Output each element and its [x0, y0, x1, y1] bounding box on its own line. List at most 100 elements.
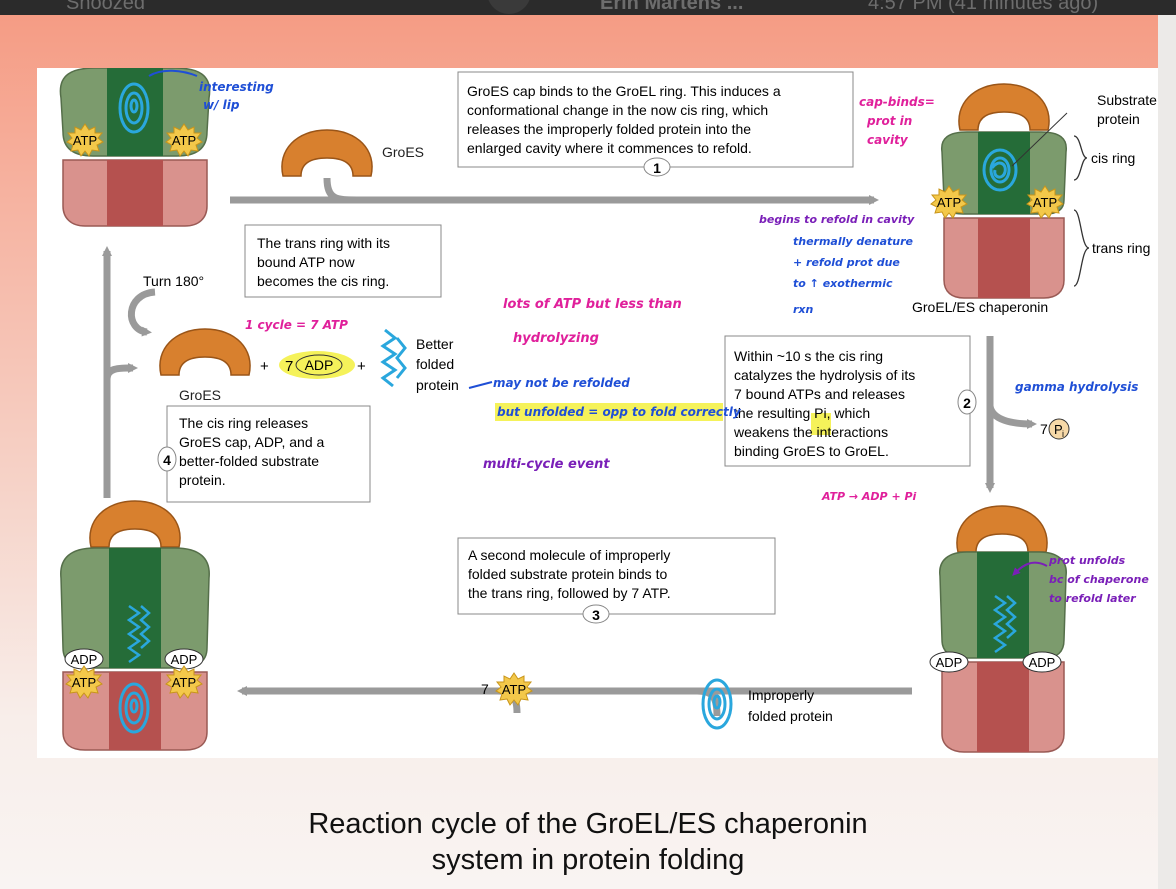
- window-bar: Snoozed Erin Martens ... 4:57 PM (41 min…: [0, 0, 1176, 15]
- groel-complex-bottom-left: ADP ADP ATP ATP: [60, 500, 210, 751]
- groes-cap-left: [159, 328, 251, 376]
- trans-ring-text: bound ATP now: [257, 254, 355, 270]
- step-number: 4: [163, 452, 171, 468]
- trans-ring-text: becomes the cis ring.: [257, 273, 389, 289]
- phosphate-release: 7 P i: [1040, 418, 1070, 440]
- atp-label: ATP: [172, 675, 196, 690]
- groes-label-top: GroES: [382, 144, 424, 160]
- better-folded-line: folded: [416, 356, 454, 372]
- step-2-text: 7 bound ATPs and releases: [734, 386, 905, 402]
- note-multi-cycle: multi-cycle event: [483, 457, 610, 472]
- step-4-text: GroES cap, ADP, and a: [179, 434, 324, 450]
- step-box-1: GroES cap binds to the GroEL ring. This …: [457, 71, 854, 177]
- note-lots-atp: lots of ATP but less than: [503, 297, 682, 312]
- note-thermally: thermally denature: [793, 235, 914, 248]
- atp-label: ATP: [172, 133, 196, 148]
- step-1-text: GroES cap binds to the GroEL ring. This …: [467, 83, 781, 99]
- scrollbar-edge: [1158, 15, 1176, 889]
- plus-sign: +: [260, 358, 269, 375]
- step-3-text: the trans ring, followed by 7 ATP.: [468, 585, 671, 601]
- step-3-text: A second molecule of improperly: [468, 547, 670, 563]
- step-3-text: folded substrate protein binds to: [468, 566, 667, 582]
- caption-line: Reaction cycle of the GroEL/ES chaperoni…: [308, 808, 868, 840]
- snoozed-label[interactable]: Snoozed: [66, 0, 145, 14]
- note-thermally: to ↑ exothermic: [793, 277, 893, 290]
- step-number: 3: [592, 607, 600, 623]
- step-number: 2: [963, 395, 971, 411]
- groel-complex-top-left: ATP ATP: [59, 68, 211, 227]
- note-atp-adp: ATP → ADP + Pi: [821, 490, 917, 503]
- pi-subscript: i: [1062, 429, 1064, 439]
- message-time: 4:57 PM (41 minutes ago): [868, 0, 1099, 14]
- step-2-text: binding GroES to GroEL.: [734, 443, 889, 459]
- note-cap-binds: prot in: [866, 114, 912, 128]
- note-thermally: + refold prot due: [793, 256, 900, 269]
- step-number: 1: [653, 160, 661, 176]
- note-interesting: interesting: [199, 80, 274, 94]
- note-gamma: gamma hydrolysis: [1015, 380, 1138, 394]
- seven-label: 7: [481, 681, 489, 697]
- step-4-text: The cis ring releases: [179, 415, 308, 431]
- note-cap-binds: cavity: [867, 133, 909, 147]
- note-thermally: rxn: [793, 303, 814, 316]
- improperly-folded-label: Improperly: [748, 687, 814, 703]
- trans-ring-label: trans ring: [1092, 240, 1150, 256]
- groes-cap-top: [281, 129, 373, 177]
- cis-ring-label: cis ring: [1091, 150, 1135, 166]
- sender-name[interactable]: Erin Martens ...: [600, 0, 744, 14]
- adp-label: ADP: [305, 357, 334, 373]
- note-may-not: but unfolded = opp to fold correctly: [497, 405, 742, 419]
- atp-input: 7 ATP: [481, 672, 533, 706]
- adp-label: ADP: [1029, 655, 1056, 670]
- step-1-text: releases the improperly folded protein i…: [467, 121, 751, 137]
- seven-label: 7: [285, 358, 293, 375]
- note-cap-binds: cap-binds=: [859, 95, 935, 109]
- turn-180-label: Turn 180°: [143, 273, 204, 289]
- note-may-not: may not be refolded: [493, 376, 630, 390]
- groel-cycle-diagram: ATP ATP ATP ATP: [59, 68, 1157, 753]
- note-one-cycle: 1 cycle = 7 ATP: [245, 318, 348, 332]
- plus-sign: +: [357, 358, 366, 375]
- step-4-text: protein.: [179, 472, 226, 488]
- trans-ring-box: The trans ring with its bound ATP now be…: [244, 224, 442, 298]
- figure-caption: Reaction cycle of the GroEL/ES chaperoni…: [0, 806, 1176, 878]
- groel-complex-bottom-right: ADP ADP: [929, 505, 1067, 753]
- released-products: + 7 ADP + Better folded protein: [260, 328, 459, 393]
- chaperonin-labels: Substrate protein cis ring trans ring Gr…: [912, 92, 1157, 315]
- adp-label: ADP: [171, 652, 198, 667]
- groel-complex-top-right: ATP ATP: [930, 83, 1090, 299]
- atp-label: ATP: [73, 133, 97, 148]
- improperly-folded-label: folded protein: [748, 708, 833, 724]
- note-lots-atp: hydrolyzing: [513, 331, 599, 346]
- note-begins-refold: begins to refold in cavity: [759, 213, 915, 226]
- note-prot-unfolds: bc of chaperone: [1049, 573, 1149, 586]
- step-2-text: the resulting Pi, which: [734, 405, 870, 421]
- better-folded-line: Better: [416, 336, 454, 352]
- sender-avatar[interactable]: [487, 0, 531, 14]
- adp-label: ADP: [71, 652, 98, 667]
- seven-label: 7: [1040, 421, 1048, 437]
- trans-ring-text: The trans ring with its: [257, 235, 390, 251]
- substrate-protein-label: Substrate: [1097, 92, 1157, 108]
- handwritten-notes: interesting w/ lip cap-binds= prot in ca…: [148, 69, 1149, 605]
- step-1-text: enlarged cavity where it commences to re…: [467, 140, 752, 156]
- atp-label: ATP: [72, 675, 96, 690]
- atp-label: ATP: [937, 195, 961, 210]
- step-2-text: weakens the interactions: [733, 424, 888, 440]
- chaperonin-label: GroEL/ES chaperonin: [912, 299, 1048, 315]
- substrate-protein-label: protein: [1097, 111, 1140, 127]
- groes-label-left: GroES: [179, 387, 221, 403]
- step-1-text: conformational change in the now cis rin…: [467, 102, 768, 118]
- better-folded-line: protein: [416, 377, 459, 393]
- pi-label: P: [1054, 422, 1063, 437]
- step-box-3: A second molecule of improperly folded s…: [457, 537, 776, 624]
- note-interesting: w/ lip: [203, 98, 240, 112]
- step-2-text: Within ~10 s the cis ring: [734, 348, 883, 364]
- improperly-folded-input: Improperly folded protein: [701, 678, 833, 730]
- note-prot-unfolds: to refold later: [1049, 592, 1136, 605]
- note-prot-unfolds: prot unfolds: [1048, 554, 1126, 567]
- atp-label: ATP: [502, 682, 526, 697]
- caption-line: system in protein folding: [431, 844, 745, 876]
- step-2-text: catalyzes the hydrolysis of its: [734, 367, 915, 383]
- step-4-text: better-folded substrate: [179, 453, 319, 469]
